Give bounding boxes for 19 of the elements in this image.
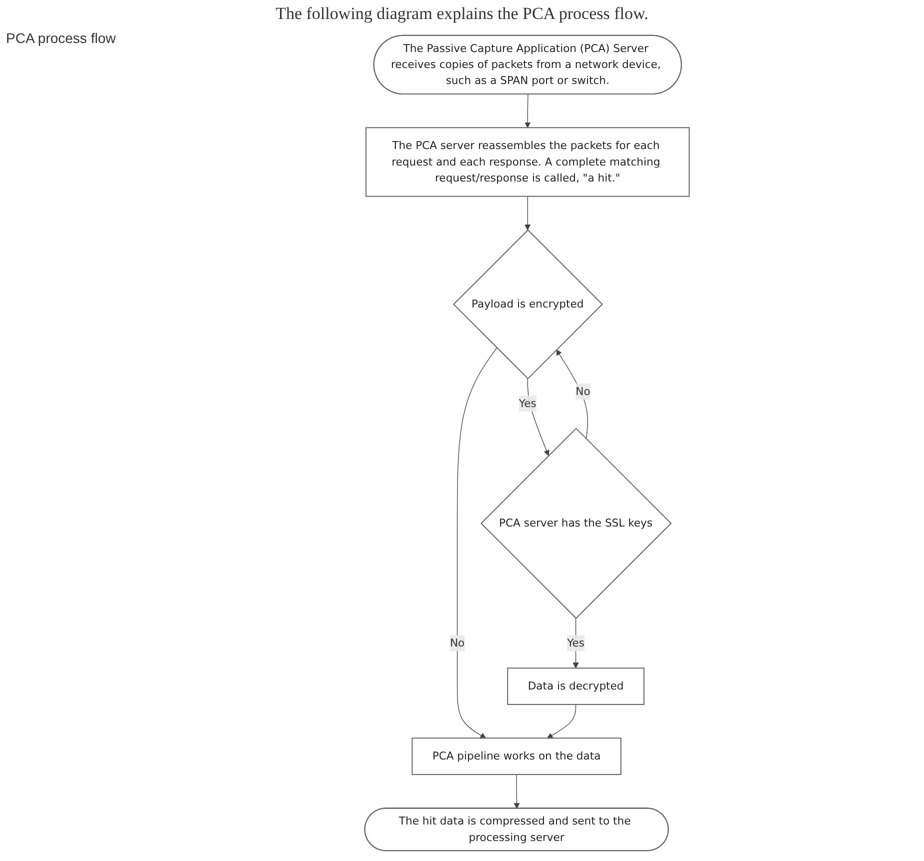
title: The following diagram explains the PCA process flow. <box>274 4 650 24</box>
node-box: Data is decrypted <box>507 668 644 705</box>
edge-label: No <box>576 384 590 398</box>
caption: PCA process flow <box>6 30 116 46</box>
arrow <box>527 378 550 456</box>
arrow <box>556 349 588 440</box>
arrow <box>514 774 520 809</box>
arrow <box>547 704 576 738</box>
edge-label: No <box>450 636 465 650</box>
arrow <box>456 347 498 738</box>
node-box: PCA pipeline works on the data <box>412 738 622 776</box>
node-diamond: Payload is encrypted <box>452 229 603 380</box>
node-box: The PCA server reassembles the packets for each request and each response. A complete matching request/response is called, "a hit." <box>365 127 690 197</box>
edge-label: Yes <box>518 396 536 410</box>
arrow <box>524 196 531 230</box>
arrow <box>572 618 579 668</box>
edge-label: Yes <box>567 636 584 650</box>
node-diamond: PCA server has the SSL keys <box>480 428 672 619</box>
arrow <box>524 94 531 128</box>
